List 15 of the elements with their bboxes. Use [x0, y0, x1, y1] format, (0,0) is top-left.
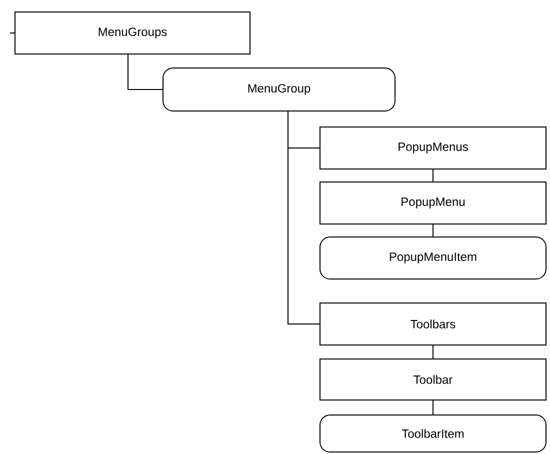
- class-box: Toolbar: [320, 358, 546, 400]
- connector-line: [128, 54, 163, 90]
- class-box: PopupMenu: [320, 182, 546, 224]
- connector-line: [288, 110, 320, 324]
- connector-line: [432, 345, 434, 359]
- connector-line: [432, 400, 434, 415]
- class-box: PopupMenus: [320, 126, 546, 170]
- connector-line: [432, 169, 434, 182]
- connector-line: [10, 32, 15, 34]
- rounded-box: PopupMenuItem: [320, 236, 546, 280]
- class-box: MenuGroups: [14, 12, 250, 54]
- class-box: Toolbars: [320, 302, 546, 346]
- rounded-box: ToolbarItem: [320, 414, 546, 452]
- rounded-box: MenuGroup: [162, 68, 396, 112]
- connector-line: [432, 224, 434, 237]
